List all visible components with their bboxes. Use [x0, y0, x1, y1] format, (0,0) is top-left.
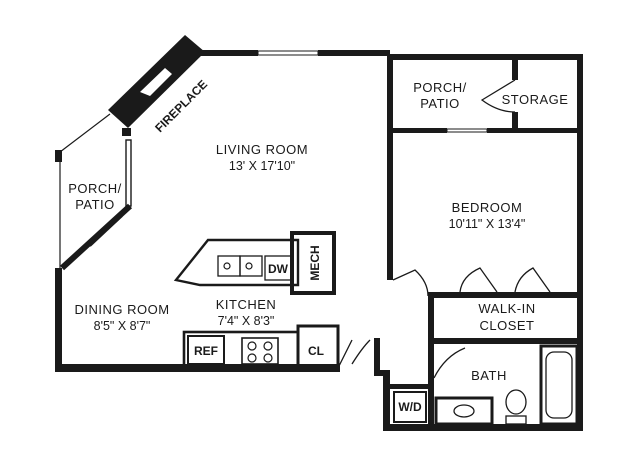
- bath-name: BATH: [471, 368, 507, 383]
- cl-label: CL: [308, 344, 324, 358]
- kitchen: DW MECH REF CL: [173, 231, 371, 370]
- closet-line1: WALK-IN: [478, 301, 535, 316]
- kitchen-dim: 7'4" X 8'3": [218, 314, 275, 328]
- right-porch: [387, 54, 583, 136]
- dining-room-name: DINING ROOM: [74, 302, 169, 317]
- living-room-dim: 13' X 17'10": [229, 159, 295, 173]
- dining-room-dim: 8'5" X 8'7": [94, 319, 151, 333]
- fireplace: FIREPLACE: [108, 35, 210, 136]
- mech-label: MECH: [308, 245, 322, 280]
- left-porch-line2: PATIO: [75, 197, 115, 212]
- exterior-walls: [55, 50, 583, 431]
- ref-label: REF: [194, 344, 218, 358]
- right-porch-line1: PORCH/: [413, 80, 467, 95]
- right-porch-line2: PATIO: [420, 96, 460, 111]
- dw-label: DW: [268, 262, 289, 276]
- left-porch: [59, 113, 133, 271]
- bedroom-name: BEDROOM: [452, 200, 523, 215]
- left-porch-line1: PORCH/: [68, 181, 122, 196]
- storage-name: STORAGE: [502, 92, 569, 107]
- kitchen-name: KITCHEN: [216, 297, 277, 312]
- wd-label: W/D: [398, 400, 422, 414]
- living-room-name: LIVING ROOM: [216, 142, 308, 157]
- bedroom-dim: 10'11" X 13'4": [449, 217, 526, 231]
- room-labels: LIVING ROOM 13' X 17'10" PORCH/ PATIO PO…: [68, 80, 568, 414]
- closet-line2: CLOSET: [479, 318, 534, 333]
- bedroom-walls: [387, 130, 583, 378]
- bath: [390, 344, 579, 431]
